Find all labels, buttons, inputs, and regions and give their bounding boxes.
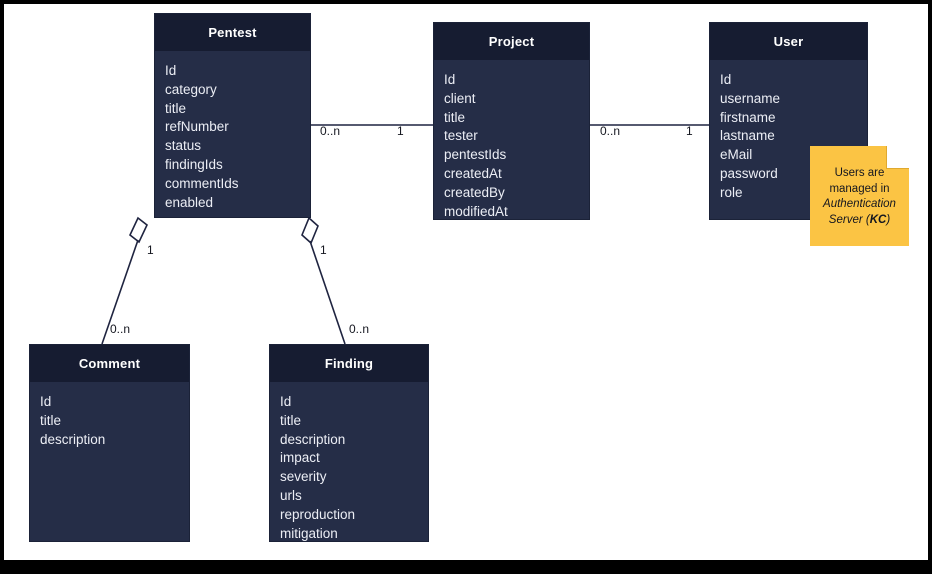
note-line-4-bold: KC	[869, 213, 887, 226]
class-attributes-finding: Id title description impact severity url…	[270, 382, 428, 543]
attribute-row: mitigation	[280, 525, 338, 541]
diagram-canvas: 0..n 1 0..n 1 1 0..n 1 0..n Pentest Id c…	[4, 4, 928, 560]
attribute-row: createdBy	[444, 184, 505, 200]
class-box-project[interactable]: Project Id client title tester pentestId…	[433, 22, 590, 220]
attribute-row: pentestIds	[444, 147, 507, 163]
attribute-row: Id	[444, 72, 456, 87]
class-title-user: User	[710, 23, 867, 60]
note-line-2: managed in	[829, 182, 890, 195]
class-attributes-comment: Id title description	[30, 382, 189, 449]
edge-label-pentest-finding-source: 1	[320, 243, 327, 257]
edge-label-pentest-comment-source: 1	[147, 243, 154, 257]
attribute-row: status	[165, 138, 202, 154]
attribute-row: refNumber	[165, 119, 229, 135]
attribute-row: tester	[444, 128, 478, 144]
connector-pentest-finding	[309, 240, 346, 345]
attribute-row: title	[444, 109, 466, 125]
aggregation-diamond-pentest-comment	[129, 216, 148, 244]
edge-label-project-user-target: 1	[686, 124, 693, 138]
attribute-row: lastname	[720, 128, 775, 144]
attribute-row: reproduction	[280, 506, 356, 522]
note-line-3: Authentication	[823, 198, 896, 210]
attribute-row: category	[165, 81, 217, 97]
class-attributes-project: Id client title tester pentestIds create…	[434, 60, 589, 221]
edge-label-pentest-project-target: 1	[397, 124, 404, 138]
attribute-row: createdAt	[444, 165, 502, 181]
attribute-row: findingIds	[165, 156, 223, 172]
class-attributes-user: Id username firstname lastname eMail pas…	[710, 60, 867, 203]
class-attributes-pentest: Id category title refNumber status findi…	[155, 51, 310, 212]
note-line-4-prefix: Server (	[828, 213, 870, 226]
attribute-row: Id	[40, 394, 52, 409]
attribute-row: Id	[280, 394, 292, 409]
attribute-row: description	[280, 431, 346, 447]
attribute-row: title	[165, 100, 187, 116]
attribute-row: username	[720, 90, 781, 106]
edge-label-pentest-project-source: 0..n	[320, 124, 341, 138]
attribute-row: urls	[280, 487, 302, 503]
attribute-row: enabled	[165, 194, 214, 210]
attribute-row: firstname	[720, 109, 776, 125]
sticky-note-users[interactable]: Users are managed in Authentication Serv…	[810, 146, 909, 246]
attribute-row: commentIds	[165, 175, 239, 191]
attribute-row: description	[40, 431, 106, 447]
edge-label-project-user-source: 0..n	[600, 124, 621, 138]
sticky-note-fold-corner-icon	[886, 146, 909, 169]
class-box-pentest[interactable]: Pentest Id category title refNumber stat…	[154, 13, 311, 218]
note-line-1: Users are	[834, 167, 885, 179]
class-title-comment: Comment	[30, 345, 189, 382]
class-box-comment[interactable]: Comment Id title description	[29, 344, 190, 542]
note-line-4-suffix: )	[886, 213, 891, 226]
attribute-row: client	[444, 90, 476, 106]
class-title-pentest: Pentest	[155, 14, 310, 51]
attribute-row: Id	[720, 72, 732, 87]
class-title-project: Project	[434, 23, 589, 60]
edge-label-pentest-comment-target: 0..n	[110, 322, 131, 336]
attribute-row: severity	[280, 469, 327, 485]
class-title-finding: Finding	[270, 345, 428, 382]
aggregation-diamond-pentest-finding	[301, 216, 319, 245]
attribute-row: modifiedAt	[444, 203, 508, 219]
sticky-note-text: Users are managed in Authentication Serv…	[810, 146, 909, 246]
attribute-row: role	[720, 184, 743, 200]
class-box-finding[interactable]: Finding Id title description impact seve…	[269, 344, 429, 542]
edge-label-pentest-finding-target: 0..n	[349, 322, 370, 336]
attribute-row: title	[280, 412, 302, 428]
attribute-row: title	[40, 412, 62, 428]
attribute-row: impact	[280, 450, 320, 466]
attribute-row: Id	[165, 63, 177, 78]
attribute-row: eMail	[720, 147, 753, 163]
attribute-row: password	[720, 165, 778, 181]
